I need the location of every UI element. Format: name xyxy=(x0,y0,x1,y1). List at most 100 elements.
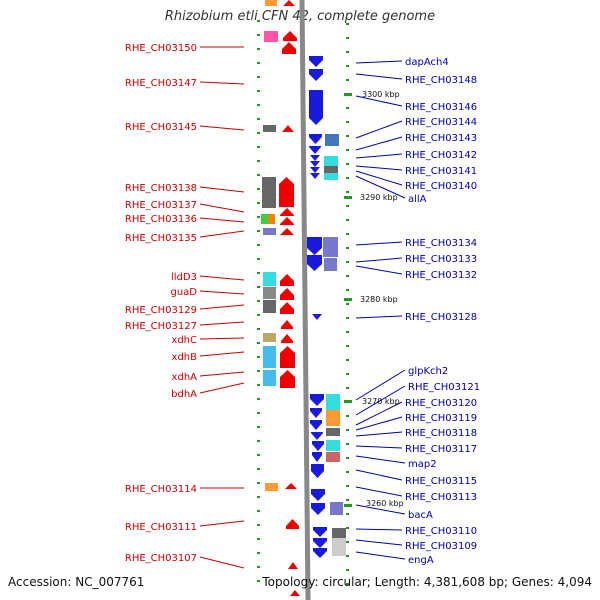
tick-mark xyxy=(257,566,260,568)
leader-line xyxy=(355,385,406,416)
tick-mark xyxy=(257,118,260,120)
gene-label: RHE_CH03134 xyxy=(405,238,477,249)
right-leader-lines xyxy=(355,60,406,560)
gene-label: RHE_CH03107 xyxy=(125,553,197,564)
scale-label: 3290 kbp xyxy=(360,193,398,202)
gene-label: xdhC xyxy=(171,335,197,346)
gene-arrow xyxy=(286,519,299,529)
tick-mark xyxy=(346,51,349,53)
gene-arrow xyxy=(309,134,322,144)
gene-label: RHE_CH03138 xyxy=(125,183,197,194)
leader-line xyxy=(355,445,403,449)
leader-line xyxy=(355,469,403,481)
leader-line xyxy=(355,175,406,199)
gene-box xyxy=(264,31,278,42)
tick-mark xyxy=(346,163,349,165)
tick-mark xyxy=(257,342,260,344)
gene-label: xdhB xyxy=(172,352,198,363)
tick-mark xyxy=(346,219,349,221)
leader-line xyxy=(199,520,245,527)
gene-box xyxy=(263,333,276,342)
gene-arrow xyxy=(310,173,320,179)
gene-arrow xyxy=(313,527,327,537)
gene-box xyxy=(262,177,276,208)
gene-label: glpKch2 xyxy=(408,366,448,377)
tick-mark xyxy=(257,48,260,50)
tick-mark xyxy=(346,513,349,515)
tick-mark xyxy=(346,191,349,193)
leader-line xyxy=(199,290,245,295)
gene-label: bdhA xyxy=(171,389,197,400)
gene-box xyxy=(326,440,340,451)
leader-line xyxy=(355,136,403,151)
tick-mark xyxy=(346,247,349,249)
leader-line xyxy=(199,321,245,326)
genome-summary-text: Topology: circular; Length: 4,381,608 bp… xyxy=(262,575,592,589)
gene-box xyxy=(324,166,338,176)
gene-box xyxy=(325,134,339,146)
tick-mark xyxy=(346,569,349,571)
gene-label: bacA xyxy=(408,510,433,521)
gene-label: RHE_CH03114 xyxy=(125,484,197,495)
gene-arrow xyxy=(312,314,322,320)
tick-mark xyxy=(346,457,349,459)
gene-arrow xyxy=(309,69,323,81)
leader-line xyxy=(355,528,403,531)
tick-mark xyxy=(346,359,349,361)
gene-label: map2 xyxy=(408,459,437,470)
tick-mark xyxy=(257,160,260,162)
tick-mark xyxy=(346,149,349,151)
tick-mark xyxy=(257,76,260,78)
tick-mark xyxy=(257,538,260,540)
leader-line xyxy=(355,120,403,139)
gene-box xyxy=(332,528,346,538)
tick-mark xyxy=(257,384,260,386)
tick-mark xyxy=(257,314,260,316)
leader-line xyxy=(199,337,245,340)
leader-line xyxy=(355,153,403,159)
leader-line xyxy=(355,551,406,560)
tick-mark xyxy=(257,370,260,372)
tick-mark xyxy=(257,202,260,204)
gene-label: RHE_CH03127 xyxy=(125,321,197,332)
gene-label: lldD3 xyxy=(171,272,197,283)
tick-mark xyxy=(257,398,260,400)
leader-line xyxy=(199,186,245,193)
tick-mark xyxy=(257,300,260,302)
gene-arrow xyxy=(312,452,322,462)
gene-features xyxy=(261,0,346,596)
gene-box xyxy=(326,410,340,426)
gene-box xyxy=(323,237,338,257)
gene-arrow xyxy=(310,394,324,406)
gene-box xyxy=(263,125,276,132)
leader-line xyxy=(199,217,245,223)
gene-arrow xyxy=(310,155,320,161)
gene-label: RHE_CH03133 xyxy=(405,254,477,265)
tick-mark xyxy=(346,121,349,123)
gene-arrow xyxy=(280,228,294,235)
tick-mark xyxy=(257,272,260,274)
tick-mark xyxy=(257,328,260,330)
leader-line xyxy=(199,304,245,310)
leader-line xyxy=(355,60,403,64)
gene-arrow xyxy=(309,90,323,125)
gene-arrow xyxy=(288,562,298,569)
gene-arrow xyxy=(285,483,297,489)
gene-arrow xyxy=(311,503,325,515)
major-tick xyxy=(344,298,352,301)
tick-mark xyxy=(346,261,349,263)
tick-mark xyxy=(346,275,349,277)
gene-arrow xyxy=(280,288,294,300)
gene-box xyxy=(324,173,338,180)
scale-ticks xyxy=(257,20,352,585)
gene-label: RHE_CH03147 xyxy=(125,78,197,89)
scale-label: 3300 kbp xyxy=(362,90,400,99)
gene-label: RHE_CH03111 xyxy=(125,522,197,533)
leader-line xyxy=(199,382,245,394)
tick-mark xyxy=(257,188,260,190)
gene-arrow xyxy=(312,441,324,451)
gene-label: RHE_CH03145 xyxy=(125,122,197,133)
gene-label: RHE_CH03142 xyxy=(405,150,477,161)
tick-mark xyxy=(346,65,349,67)
tick-mark xyxy=(346,555,349,557)
